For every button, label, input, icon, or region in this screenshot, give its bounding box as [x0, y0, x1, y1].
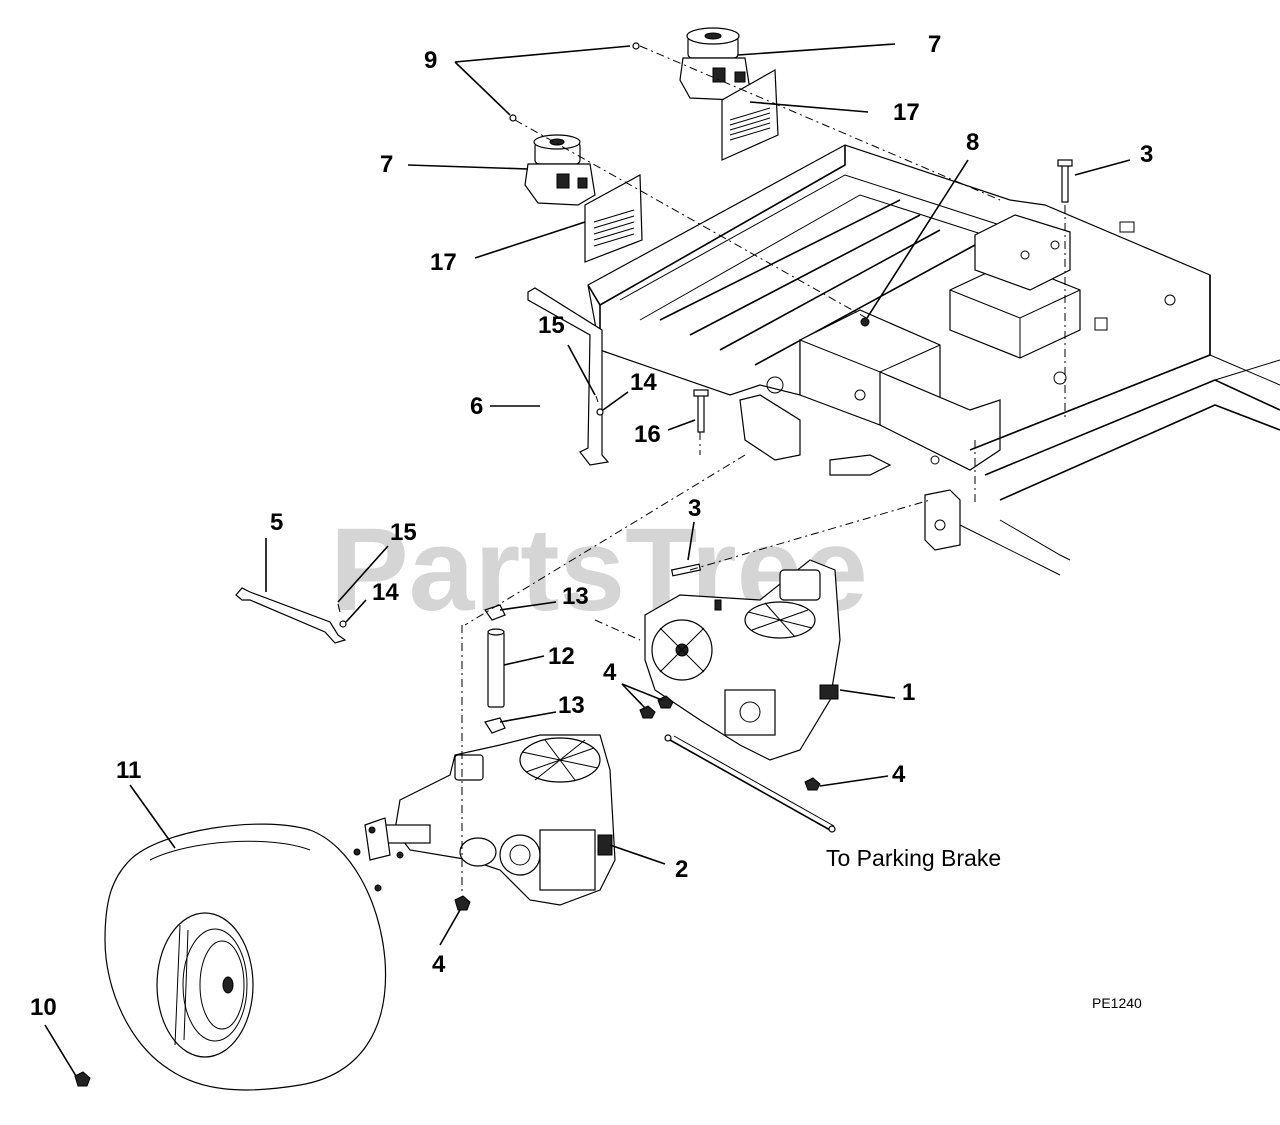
callout-17-upper: 17	[893, 99, 920, 126]
plate-lower	[584, 174, 643, 263]
leader-lines	[44, 43, 1131, 1077]
callout-4-d: 4	[432, 951, 446, 978]
frame	[587, 144, 1280, 576]
callout-7-upper: 7	[928, 31, 941, 58]
callout-12: 12	[548, 643, 575, 670]
callout-4-a: 4	[603, 659, 617, 686]
nut-8	[860, 317, 870, 327]
callout-14-lower: 14	[372, 579, 399, 606]
callout-8: 8	[966, 129, 979, 156]
nut-4-b	[657, 695, 674, 709]
pin-upper	[632, 42, 640, 50]
tube-12	[487, 631, 505, 708]
nut-4-c	[804, 777, 821, 791]
bolt-3-lower	[670, 563, 702, 577]
callout-11: 11	[116, 757, 141, 784]
callout-15-lower: 15	[390, 519, 417, 546]
actuator-lower	[524, 134, 596, 206]
actuator-upper	[679, 27, 751, 101]
bolt-16	[693, 389, 709, 433]
callout-7-lower: 7	[380, 151, 393, 178]
plate-upper	[721, 68, 779, 161]
tire-11	[104, 823, 387, 1091]
callout-3-lower: 3	[688, 495, 701, 522]
callout-13-upper: 13	[562, 583, 589, 610]
callout-15-upper: 15	[538, 312, 565, 339]
callout-17-lower: 17	[430, 249, 457, 276]
transmission-right	[644, 559, 841, 761]
callout-16: 16	[634, 421, 661, 448]
callout-3-upper: 3	[1140, 141, 1153, 168]
parking-brake-rod	[664, 734, 836, 833]
spring-15-upper	[595, 395, 599, 403]
callout-labels: 7 17 9 7 17 8 3 15 14 6 16 5 15 14 3 13 …	[30, 31, 1153, 1021]
callout-14-upper: 14	[630, 369, 657, 396]
centerlines	[461, 45, 1066, 895]
callout-9: 9	[424, 47, 437, 74]
callout-13-lower: 13	[558, 692, 585, 719]
nut-4-d	[454, 895, 471, 911]
parking-brake-note: To Parking Brake	[826, 845, 1001, 871]
washer-14-upper	[596, 408, 604, 416]
callout-4-c: 4	[892, 761, 906, 788]
lug-nut-10	[74, 1071, 91, 1087]
nut-4-a	[639, 705, 656, 719]
callout-6: 6	[470, 393, 483, 420]
bolt-3-upper	[1057, 159, 1073, 203]
callout-10: 10	[30, 994, 57, 1021]
spring-15-lower	[337, 603, 341, 613]
transmission-left	[353, 734, 616, 906]
callout-1: 1	[902, 679, 915, 706]
pin-lower	[509, 114, 517, 122]
callout-2: 2	[675, 856, 688, 883]
bracket-5	[235, 587, 347, 644]
washer-14-lower	[339, 620, 347, 628]
diagram-code: PE1240	[1092, 995, 1142, 1011]
callout-5: 5	[270, 509, 283, 536]
clip-13-lower	[484, 717, 506, 734]
bracket-6	[527, 287, 610, 466]
